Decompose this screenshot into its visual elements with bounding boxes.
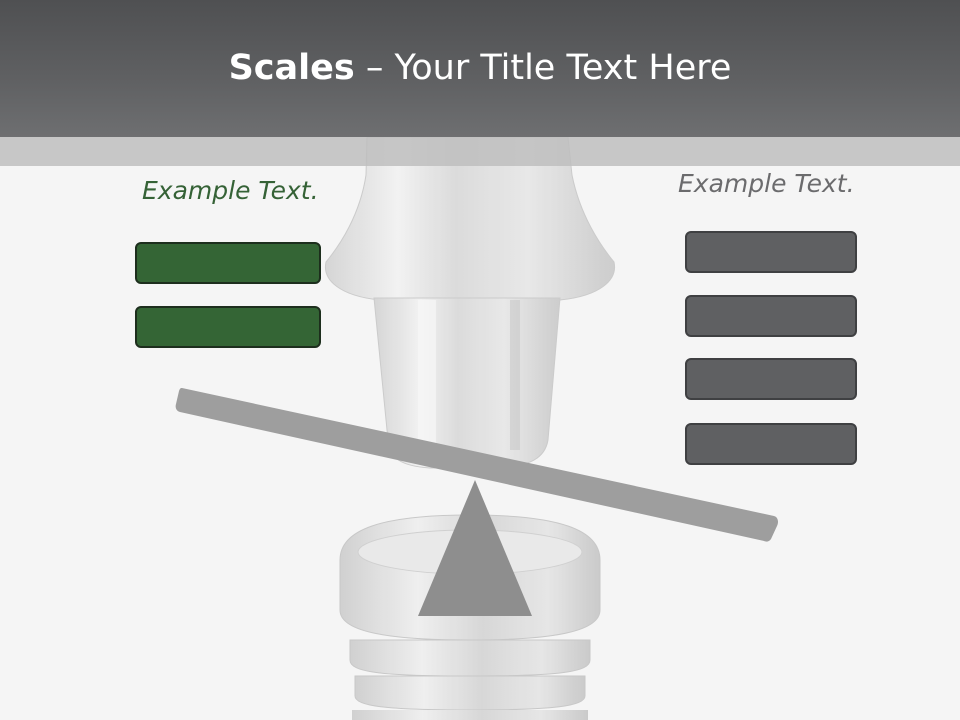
right-example-text[interactable]: Example Text. [678,169,855,198]
right-text-box-1[interactable] [685,231,857,273]
right-text-box-2[interactable] [685,295,857,337]
chess-piece-top [324,136,616,469]
title-bold-part: Scales [228,47,355,88]
fulcrum-triangle [418,480,532,616]
title-bar: Scales – Your Title Text Here [0,0,960,137]
left-text-box-1[interactable] [135,242,321,284]
balance-beam [175,388,779,542]
title-sub-band [0,137,960,166]
left-text-box-2[interactable] [135,306,321,348]
left-example-text[interactable]: Example Text. [142,176,319,205]
title-rest-part: – Your Title Text Here [354,47,732,88]
right-text-box-4[interactable] [685,423,857,465]
right-text-box-3[interactable] [685,358,857,400]
slide-title[interactable]: Scales – Your Title Text Here [229,48,732,88]
